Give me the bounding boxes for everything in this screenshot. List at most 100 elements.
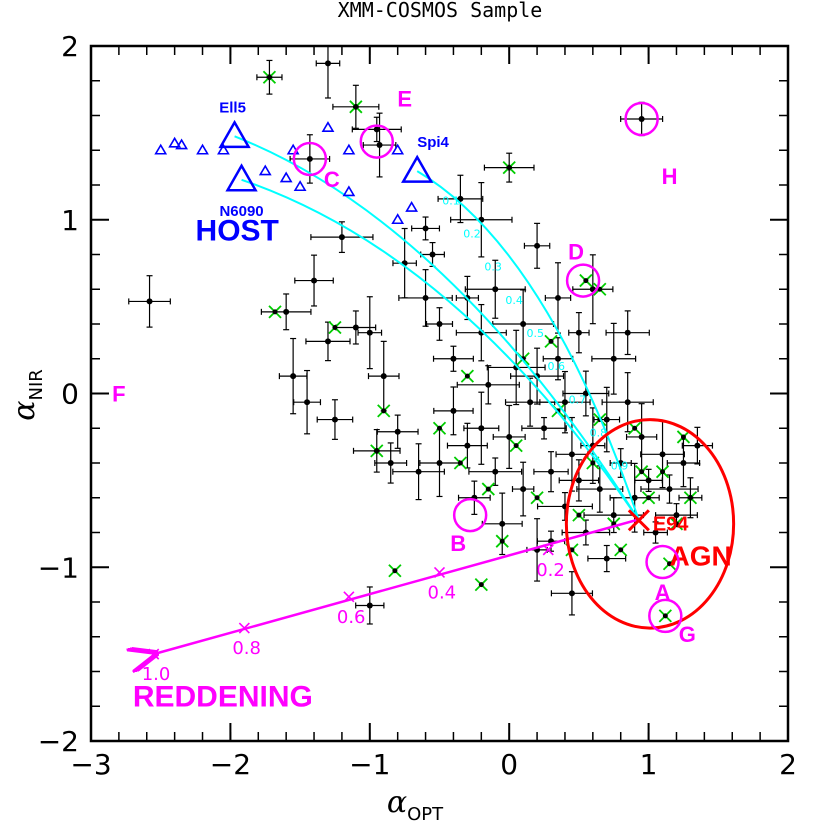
overlay-layer: Ell5N6090Spi4HOST0.20.40.60.81.0REDDENIN… xyxy=(112,87,736,713)
data-point xyxy=(415,468,422,475)
host-template-triangle xyxy=(218,119,251,149)
highlight-circle xyxy=(452,497,488,533)
green-cross-center xyxy=(464,373,470,379)
data-point xyxy=(304,399,311,406)
track-fraction-label: 0.9 xyxy=(611,460,629,473)
green-cross-center xyxy=(583,278,589,284)
reddening-marker xyxy=(433,566,446,579)
x-tick-label: −2 xyxy=(210,748,251,781)
host-galaxy-triangle xyxy=(217,143,230,155)
data-point xyxy=(575,329,582,336)
data-point xyxy=(568,451,575,458)
reddening-marker xyxy=(542,544,554,556)
data-point xyxy=(520,486,527,493)
y-tick-label: −1 xyxy=(38,551,79,584)
green-cross-center xyxy=(332,324,338,330)
green-cross-center xyxy=(660,469,666,475)
host-galaxy-triangle xyxy=(258,164,272,176)
green-cross-center xyxy=(548,338,554,344)
data-point xyxy=(306,155,313,162)
data-point xyxy=(338,234,345,241)
data-point xyxy=(387,460,394,466)
reddening-ebv-label: 0.6 xyxy=(337,607,366,628)
y-tick-label: 0 xyxy=(61,378,79,411)
green-cross-center xyxy=(662,613,668,619)
data-point xyxy=(324,60,331,67)
data-point xyxy=(603,555,610,562)
x-axis-label: αOPT xyxy=(387,785,444,825)
data-point xyxy=(450,407,457,414)
data-point xyxy=(534,242,541,249)
data-point xyxy=(283,308,290,315)
data-point xyxy=(582,390,589,397)
data-point xyxy=(366,329,373,336)
track-fraction-label: 0.3 xyxy=(484,261,502,274)
track-fraction-label: 0.6 xyxy=(548,360,566,373)
data-point xyxy=(436,460,443,466)
track-fraction-label: 0.5 xyxy=(526,327,544,340)
reddening-ebv-label: 1.0 xyxy=(142,664,171,685)
host-galaxy-triangle xyxy=(168,136,182,148)
data-layer: 0.10.20.30.40.50.60.70.80.9 xyxy=(128,46,714,625)
green-cross-center xyxy=(272,309,278,315)
host-template-label: Ell5 xyxy=(219,99,246,116)
host-mixing-track xyxy=(416,170,640,521)
data-point xyxy=(624,329,631,336)
host-galaxy-triangle xyxy=(154,143,168,155)
green-cross-center xyxy=(374,448,380,454)
x-tick-label: 1 xyxy=(640,748,658,781)
host-label: HOST xyxy=(196,215,279,248)
data-point xyxy=(568,590,575,597)
data-point xyxy=(331,416,338,423)
data-point xyxy=(610,355,617,362)
green-cross-center xyxy=(680,434,686,440)
host-template-triangle xyxy=(401,154,434,183)
reddening-marker xyxy=(238,622,250,634)
track-fraction-label: 0.2 xyxy=(463,227,481,240)
data-point xyxy=(380,373,387,380)
y-axis-label: αNIR xyxy=(7,369,47,421)
data-point xyxy=(352,324,359,331)
host-mixing-track xyxy=(241,178,640,521)
green-cross-center xyxy=(576,512,582,518)
data-point xyxy=(450,355,457,362)
green-cross-center xyxy=(646,495,652,501)
data-point xyxy=(376,142,383,149)
x-tick-label: −3 xyxy=(70,748,111,781)
data-point xyxy=(422,294,429,301)
green-cross-center xyxy=(632,425,638,431)
reddening-marker xyxy=(148,648,160,660)
green-cross-center xyxy=(499,538,505,544)
host-galaxy-triangle xyxy=(175,138,189,150)
data-point xyxy=(422,225,429,232)
data-point xyxy=(596,486,603,493)
green-cross-center xyxy=(618,547,624,553)
host-template-label: Spi4 xyxy=(417,134,449,151)
data-point xyxy=(631,494,638,501)
y-tick-label: −2 xyxy=(38,725,79,758)
object-label-E: E xyxy=(397,87,412,112)
highlight-circle xyxy=(648,598,683,634)
track-fraction-label: 0.1 xyxy=(442,194,460,207)
data-point xyxy=(492,286,499,293)
object-label-H: H xyxy=(662,164,678,189)
green-cross-center xyxy=(478,582,484,588)
highlight-circle xyxy=(359,124,395,159)
data-point xyxy=(366,602,373,609)
data-point xyxy=(561,399,568,406)
data-point xyxy=(506,433,513,440)
data-point xyxy=(464,442,471,449)
chart-title: XMM-COSMOS Sample xyxy=(338,0,543,22)
green-cross-center xyxy=(639,469,645,475)
green-cross-center xyxy=(485,486,491,492)
data-point xyxy=(638,115,645,122)
data-point xyxy=(548,468,555,475)
plot-area: 0.10.20.30.40.50.60.70.80.9 Ell5N6090Spi… xyxy=(112,46,736,713)
object-label-G: G xyxy=(679,622,696,647)
data-point xyxy=(603,416,610,423)
x-tick-label: 2 xyxy=(779,748,797,781)
data-point xyxy=(624,399,631,406)
object-label-F: F xyxy=(112,382,125,407)
object-label-D: D xyxy=(568,240,584,265)
